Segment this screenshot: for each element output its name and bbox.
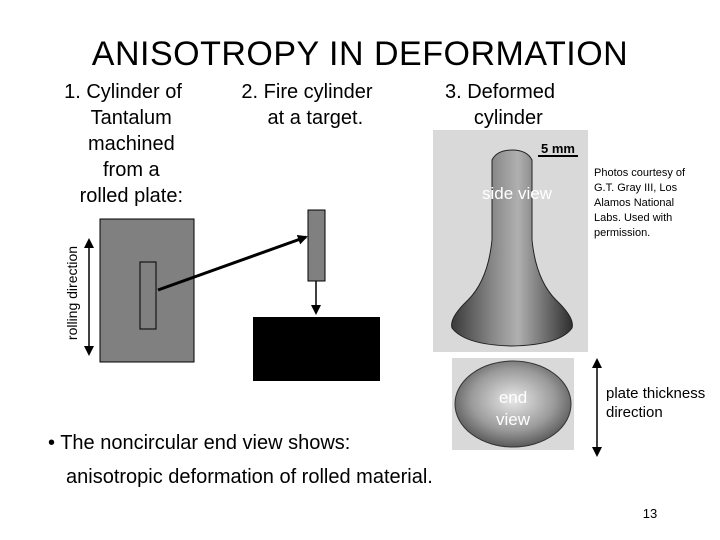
scale-label: 5 mm [541, 141, 575, 156]
page-number: 13 [620, 506, 680, 521]
photo-credits: Photos courtesy of G.T. Gray III, Los Al… [594, 166, 704, 241]
machined-cylinder [140, 262, 156, 329]
bullet-text: • The noncircular end view shows: [48, 432, 350, 455]
end-view-label: end view [478, 387, 548, 431]
side-view-label: side view [462, 184, 572, 204]
fired-cylinder [308, 210, 325, 281]
bullet-detail: anisotropic deformation of rolled materi… [66, 466, 433, 489]
plate-thickness-label: plate thickness direction [606, 384, 706, 422]
target [253, 317, 380, 381]
rolling-direction-label: rolling direction [64, 193, 80, 393]
